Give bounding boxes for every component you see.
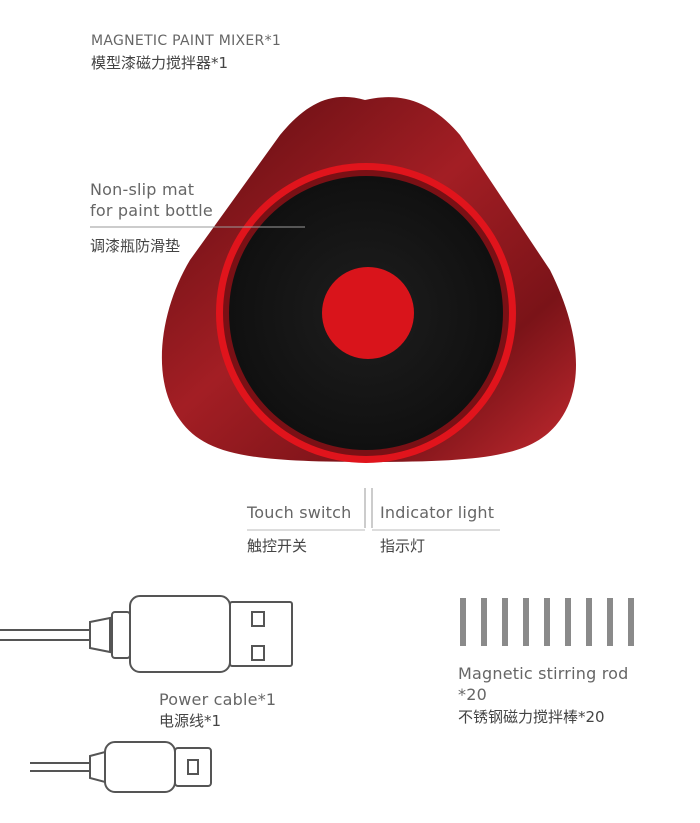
mat-label-zh: 调漆瓶防滑垫 (90, 237, 181, 255)
stirring-rod-label-en-line1: Magnetic stirring rod (458, 664, 629, 683)
indicator-light-label-zh: 指示灯 (380, 537, 426, 555)
touch-switch-button[interactable] (322, 267, 414, 359)
stirring-rod-label-zh: 不锈钢磁力搅拌棒*20 (458, 708, 605, 726)
mat-label-en-line1: Non-slip mat (90, 180, 195, 199)
product-title-zh: 模型漆磁力搅拌器*1 (91, 54, 229, 72)
usb-a-cable-icon (0, 595, 293, 673)
micro-usb-cable-icon (30, 741, 212, 793)
power-cable-label-en: Power cable*1 (159, 690, 277, 709)
indicator-light-label-en: Indicator light (380, 503, 495, 522)
mat-label-en-line2: for paint bottle (90, 201, 213, 220)
touch-switch-label-zh: 触控开关 (247, 537, 308, 555)
power-cable-label-zh: 电源线*1 (159, 712, 222, 730)
stirring-rods-icon (460, 598, 634, 646)
stirring-rod-label-en-line2: *20 (458, 685, 487, 704)
touch-switch-label-en: Touch switch (247, 503, 352, 522)
product-title-en: MAGNETIC PAINT MIXER*1 (91, 33, 282, 49)
